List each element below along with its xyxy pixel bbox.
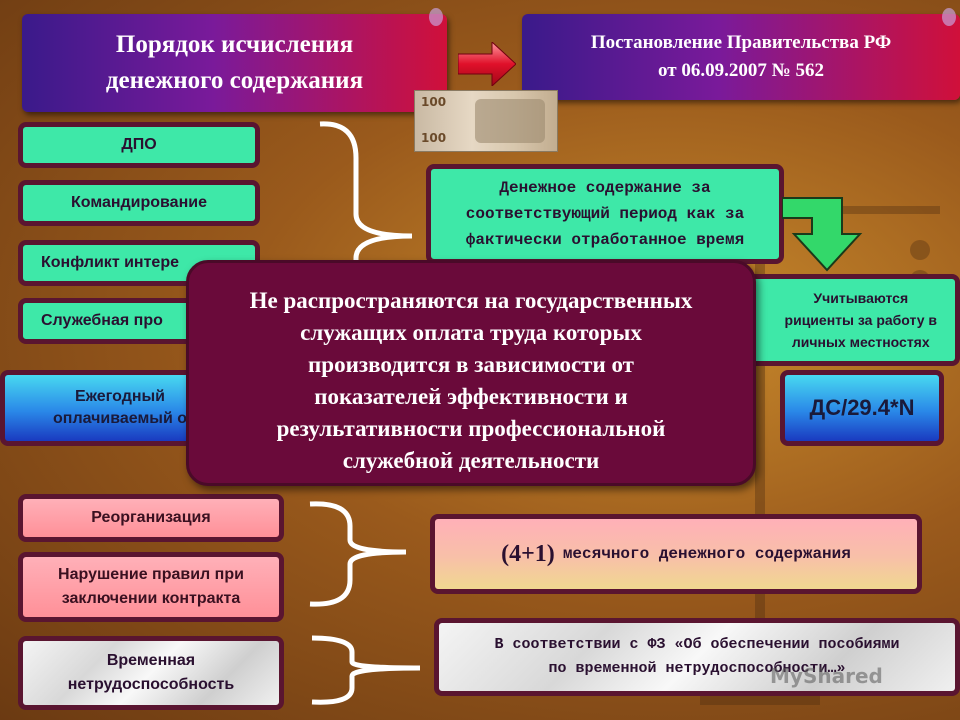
banknote-value: 100 <box>421 131 447 145</box>
scroll-curl-icon <box>942 8 956 26</box>
item-vremennaya-netrudosposobnost[interactable]: Временная нетрудоспособность <box>18 636 284 710</box>
box-text-line: Учитываются <box>813 290 909 306</box>
curly-brace-icon <box>311 635 421 705</box>
box-text-line: В соответствии с ФЗ «Об обеспечении посо… <box>494 636 900 653</box>
box-mesyachnoe-soderzhanie: (4+1) месячного денежного содержания <box>430 514 922 594</box>
decree-title-line: Постановление Правительства РФ <box>590 32 892 53</box>
overlay-line: служащих оплата труда которых <box>300 320 642 345</box>
banknote-image: 100 100 <box>414 90 558 152</box>
curly-brace-icon <box>309 501 407 607</box>
box-text: Денежное содержание за соответствующий п… <box>466 175 744 253</box>
item-label: Служебная про <box>41 312 163 329</box>
box-ds-formula: ДС/29.4*N <box>780 370 944 446</box>
banknote-picture <box>475 99 545 143</box>
banknote-value: 100 <box>421 95 447 109</box>
item-label: ДПО <box>121 136 157 153</box>
item-label: Ежегодный оплачиваемый о <box>53 386 187 430</box>
page-title-line: Порядок исчисления <box>115 31 354 58</box>
item-narushenie-pravil[interactable]: Нарушение правил при заключении контракт… <box>18 552 284 622</box>
item-label: Временная нетрудоспособность <box>68 649 234 697</box>
overlay-line: производится в зависимости от <box>308 352 634 377</box>
box-text-line: соответствующий период как за <box>465 205 745 223</box>
item-label-line: оплачиваемый о <box>53 410 187 427</box>
overlay-line: результативности профессиональной <box>276 416 666 441</box>
arrow-right-icon <box>458 42 516 86</box>
item-komandirovanie[interactable]: Командирование <box>18 180 260 226</box>
box-fz-posobiya: В соответствии с ФЗ «Об обеспечении посо… <box>434 618 960 696</box>
decree-title: Постановление Правительства РФ от 06.09.… <box>591 29 891 85</box>
item-label: Конфликт интере <box>41 254 179 271</box>
box-text-line: рициенты за работу в <box>784 312 937 328</box>
item-label: Командирование <box>71 194 207 211</box>
item-label-line: Нарушение правил при <box>58 566 244 583</box>
item-label: Нарушение правил при заключении контракт… <box>58 563 244 611</box>
formula-text: ДС/29.4*N <box>809 395 915 420</box>
item-label-line: Ежегодный <box>74 388 166 405</box>
item-dpo[interactable]: ДПО <box>18 122 260 168</box>
box-text: месячного денежного содержания <box>562 545 851 563</box>
box-text: В соответствии с ФЗ «Об обеспечении посо… <box>494 633 899 681</box>
overlay-line: Не распространяются на государственных <box>249 288 693 313</box>
months-count: (4+1) <box>501 540 555 567</box>
page-title-line: денежного содержания <box>105 67 364 94</box>
scroll-curl-icon <box>429 8 443 26</box>
overlay-line: показателей эффективности и <box>314 384 628 409</box>
title-banner: Порядок исчисления денежного содержания <box>22 8 447 112</box>
item-label-line: Временная <box>106 652 196 669</box>
box-text-line: личных местностях <box>791 334 930 350</box>
item-reorganizatsiya[interactable]: Реорганизация <box>18 494 284 542</box>
watermark: MyShared <box>770 664 883 688</box>
item-konflikt-interesov[interactable]: Конфликт интере <box>18 240 260 286</box>
decree-banner: Постановление Правительства РФ от 06.09.… <box>522 8 960 100</box>
box-text-line: по временной нетрудоспособности…» <box>548 660 846 677</box>
box-denezhnoe-soderzhanie: Денежное содержание за соответствующий п… <box>426 164 784 264</box>
box-uchityvayutsya: Учитываются рициенты за работу в личных … <box>740 274 960 366</box>
item-label: Реорганизация <box>91 509 211 526</box>
decree-title-line: от 06.09.2007 № 562 <box>658 60 824 81</box>
page-title: Порядок исчисления денежного содержания <box>106 27 363 99</box>
overlay-line: служебной деятельности <box>342 448 600 473</box>
item-label-line: нетрудоспособность <box>67 676 235 693</box>
exception-overlay: Не распространяются на государственных с… <box>186 260 756 486</box>
box-text-line: Денежное содержание за <box>499 179 711 197</box>
box-text-line: фактически отработанное время <box>465 231 745 249</box>
box-text: Учитываются рициенты за работу в личных … <box>785 287 937 353</box>
item-label-line: заключении контракта <box>61 590 241 607</box>
arrow-down-icon <box>782 197 863 272</box>
